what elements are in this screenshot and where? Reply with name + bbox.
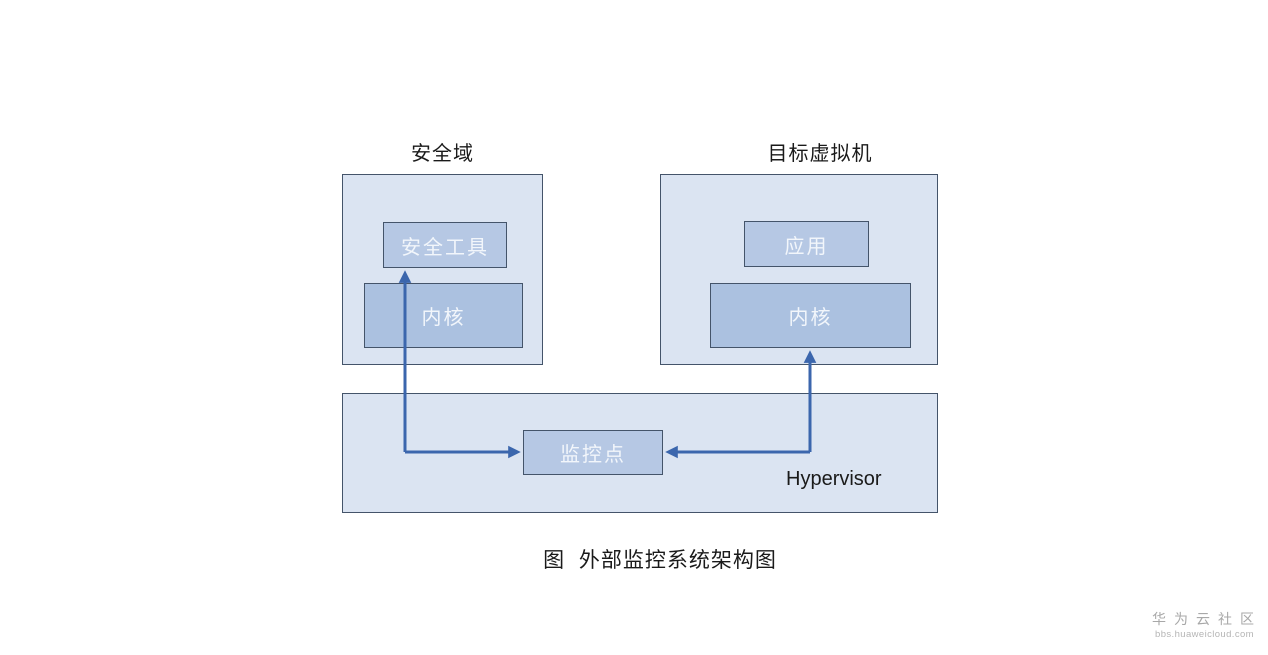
security-kernel-box: 内核	[364, 283, 523, 348]
security-kernel-label: 内核	[421, 307, 466, 329]
monitor-point-box: 监控点	[523, 430, 663, 475]
monitor-point-label: 监控点	[560, 444, 626, 466]
security-domain-title: 安全域	[411, 143, 474, 165]
app-label: 应用	[784, 235, 829, 258]
target-vm-title: 目标虚拟机	[767, 143, 873, 165]
target-kernel-box: 内核	[710, 283, 911, 348]
watermark-title: 华为云社区	[1152, 611, 1262, 627]
watermark-url: bbs.huaweicloud.com	[1155, 628, 1254, 640]
watermark: 华为云社区 bbs.huaweicloud.com	[1152, 611, 1254, 640]
app-box: 应用	[744, 221, 869, 267]
hypervisor-label: Hypervisor	[786, 468, 882, 490]
figure-caption: 图 外部监控系统架构图	[543, 549, 777, 572]
target-kernel-label: 内核	[788, 307, 833, 329]
security-tool-box: 安全工具	[383, 222, 507, 268]
security-tool-label: 安全工具	[401, 236, 489, 259]
